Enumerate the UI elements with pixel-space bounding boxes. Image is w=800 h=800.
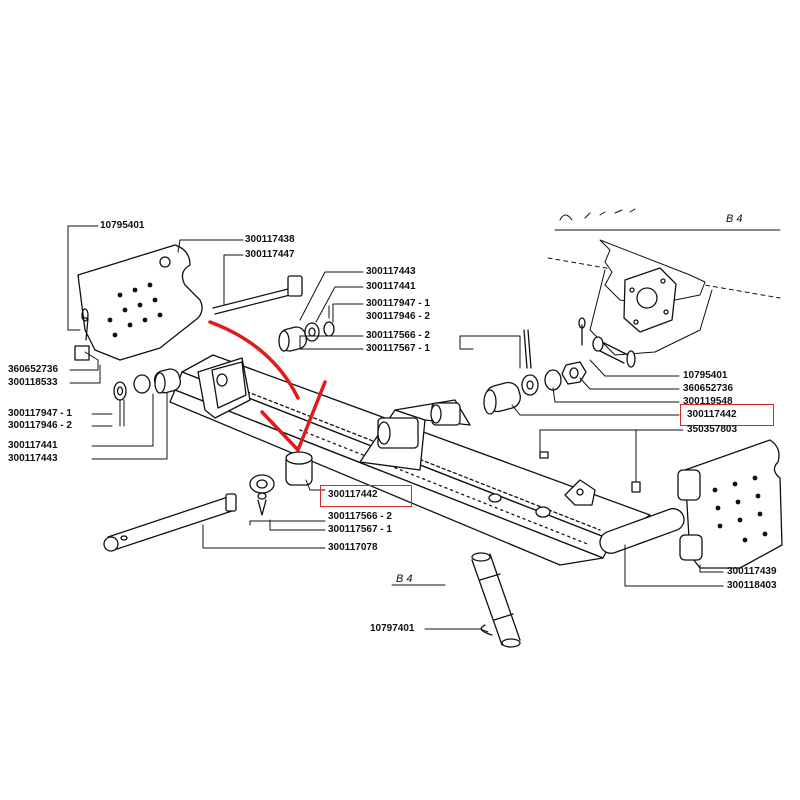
label-360652736-right: 360652736: [683, 383, 734, 394]
small-pin: [471, 552, 521, 648]
label-10797401: 10797401: [370, 623, 415, 634]
right-side-plate: [677, 439, 783, 569]
label-300117947-left: 300117947 - 1: [8, 408, 72, 419]
label-300119548: 300119548: [683, 396, 733, 407]
leader-lines: [67, 225, 724, 633]
label-300117078: 300117078: [328, 542, 378, 553]
label-300117441-left: 300117441: [8, 440, 58, 451]
main-beam: [169, 354, 685, 566]
label-300117439: 300117439: [727, 566, 777, 577]
label-300117441-top: 300117441: [366, 281, 416, 292]
label-10795401-right: 10795401: [683, 370, 728, 381]
label-300117438: 300117438: [245, 234, 295, 245]
label-300118403: 300118403: [727, 580, 777, 591]
label-300117447: 300117447: [245, 249, 295, 260]
label-300117443-left: 300117443: [8, 453, 58, 464]
b4-detail: [547, 208, 781, 368]
label-300117566-bottom: 300117566 - 2: [328, 511, 392, 522]
label-350357803: 350357803: [687, 424, 738, 435]
label-300117442-right: 300117442: [687, 409, 737, 420]
long-pin: [103, 493, 237, 552]
label-300117567-top: 300117567 - 1: [366, 343, 430, 354]
label-300117443-top: 300117443: [366, 266, 416, 277]
label-300117946-top: 300117946 - 2: [366, 311, 430, 322]
highlight-box-center: [320, 485, 412, 507]
label-300117946-left: 300117946 - 2: [8, 420, 72, 431]
label-b4-top: B 4: [726, 213, 743, 225]
label-300118533: 300118533: [8, 377, 58, 388]
highlight-box-right: [680, 404, 774, 426]
label-300117566-top: 300117566 - 2: [366, 330, 430, 341]
label-300117567-bottom: 300117567 - 1: [328, 524, 392, 535]
left-side-plate: [77, 244, 203, 361]
label-b4-bottom: B 4: [396, 573, 413, 585]
label-10795401-left: 10795401: [100, 220, 145, 231]
label-300117442-center: 300117442: [328, 489, 378, 500]
label-360652736-left: 360652736: [8, 364, 59, 375]
left-hardware: [74, 275, 335, 516]
label-300117947-top: 300117947 - 1: [366, 298, 430, 309]
annotation-arrow: [208, 320, 327, 452]
